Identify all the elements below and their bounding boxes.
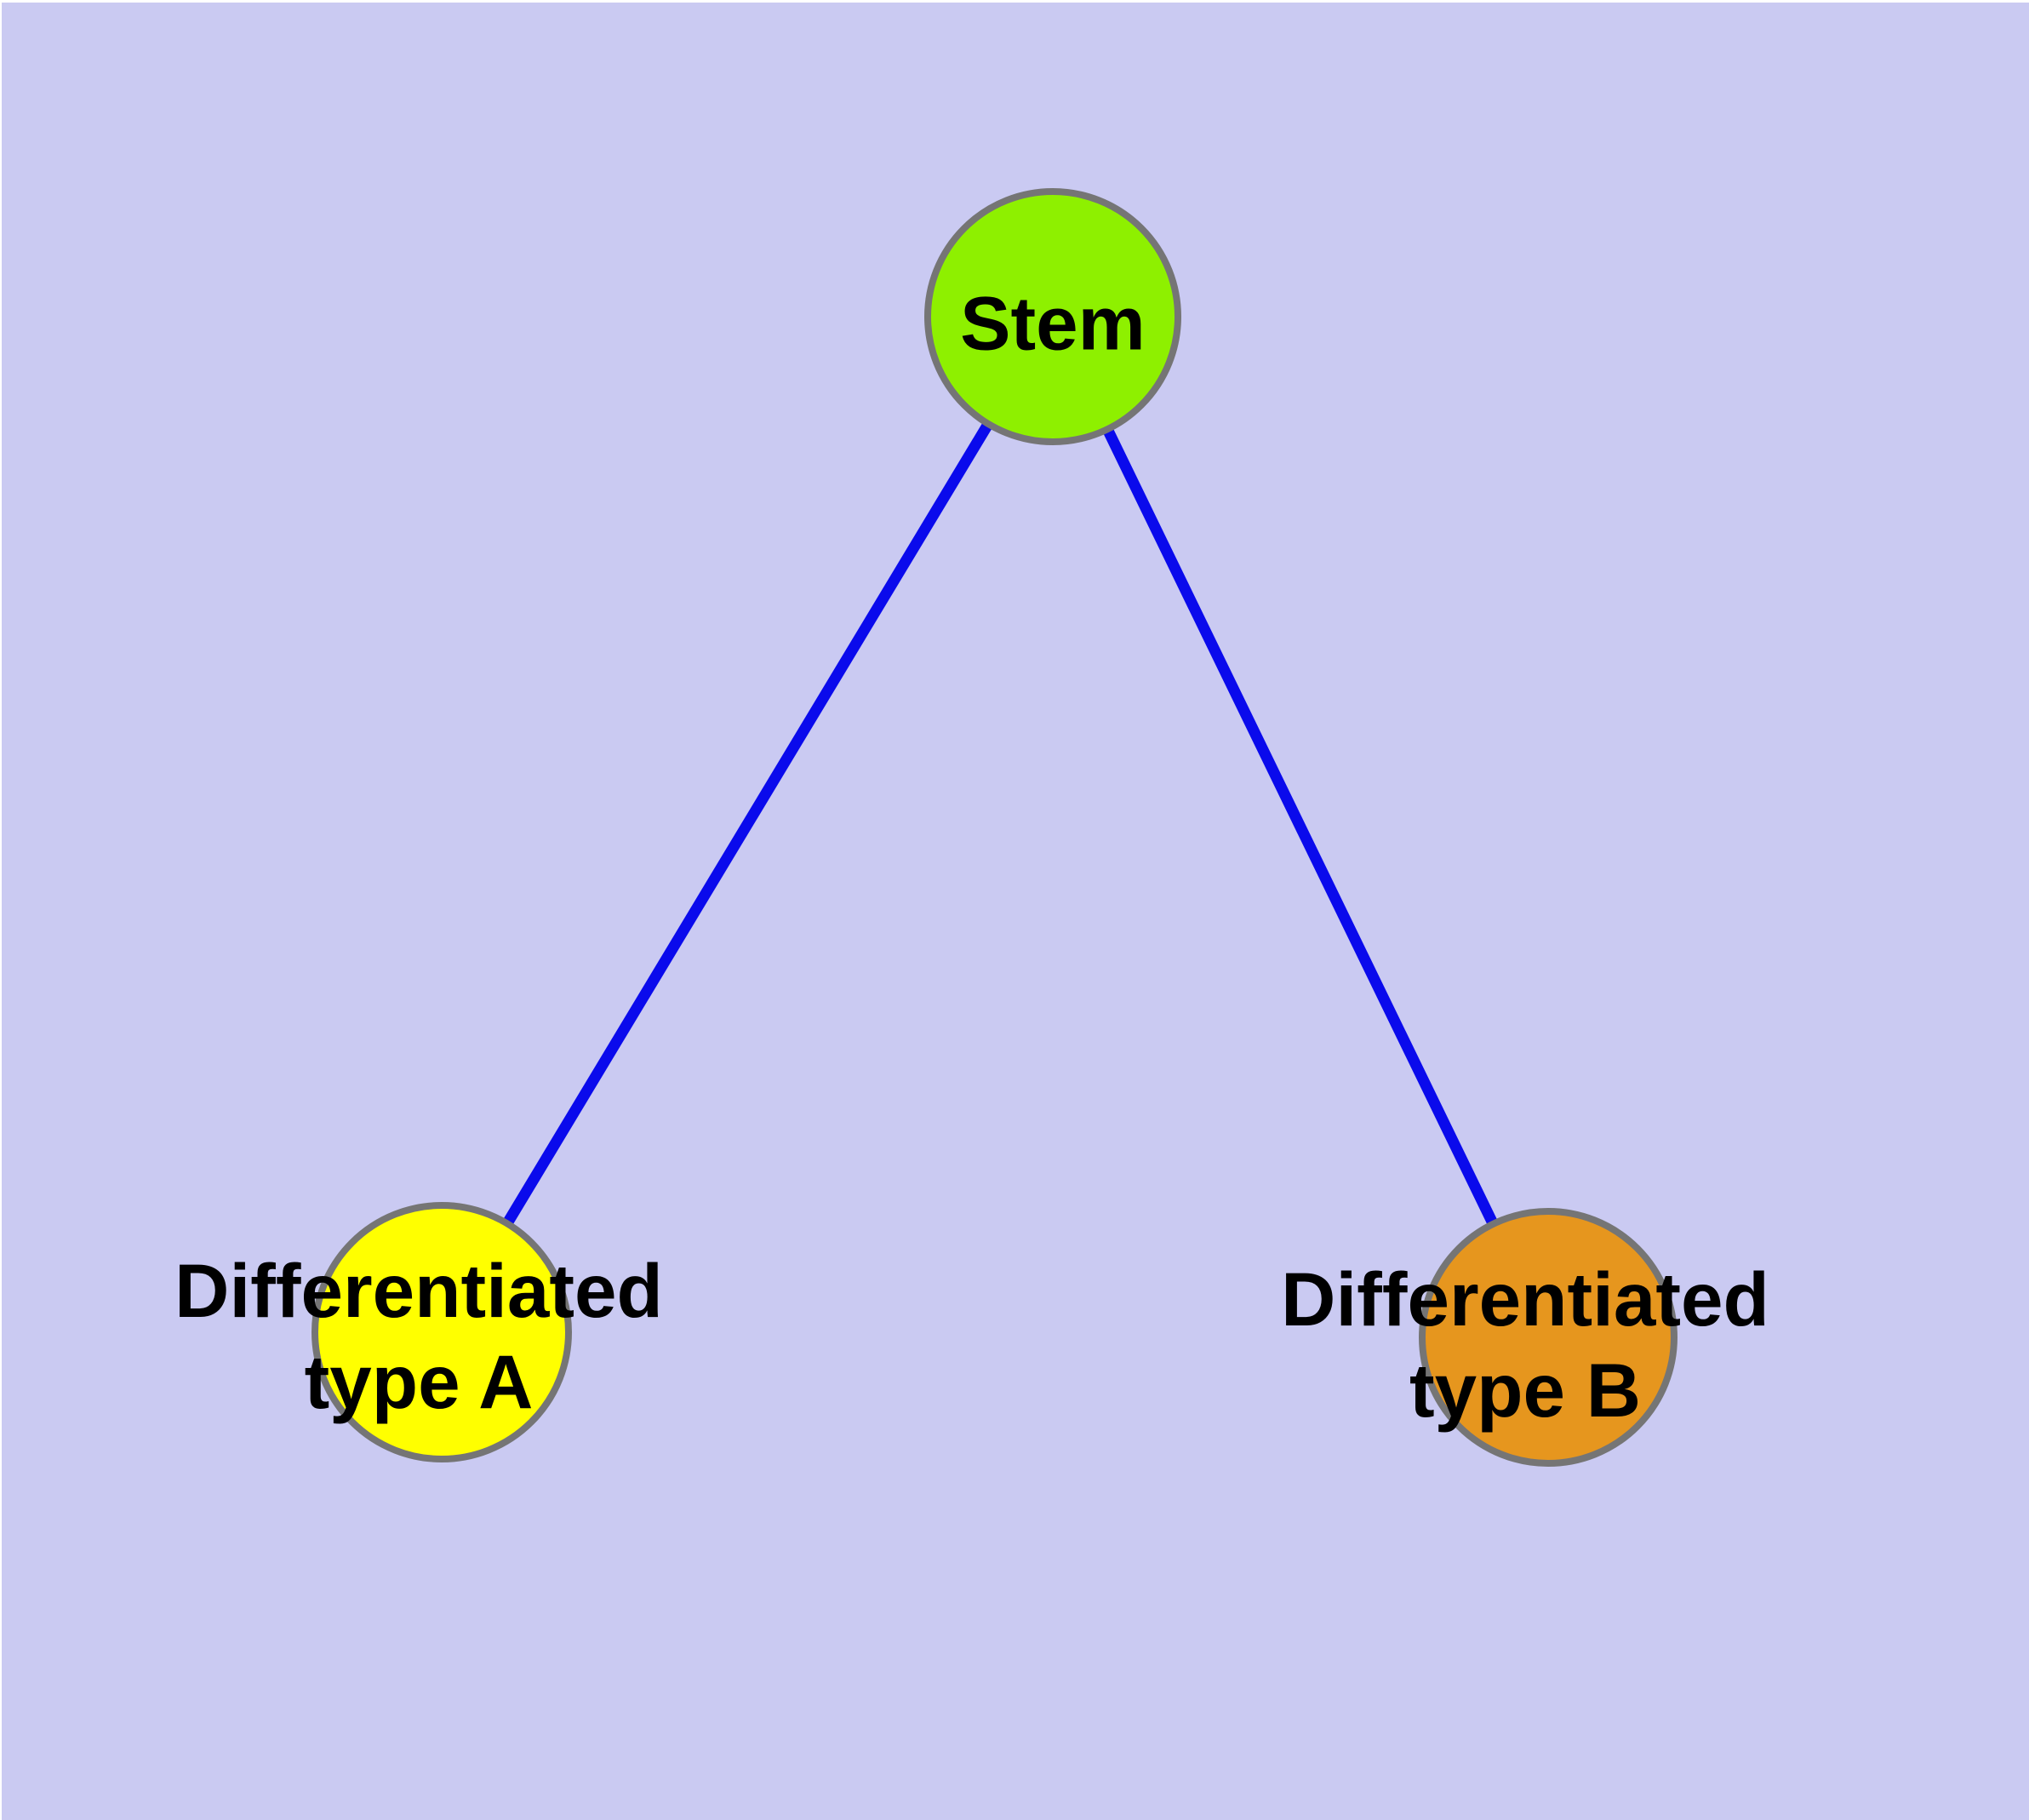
node-stem: [924, 188, 1181, 445]
edge-stem-to-differentiated-type-b: [1048, 314, 1553, 1340]
node-label-stem: Stem: [960, 280, 1146, 366]
node-differentiated-type-b: [1419, 1208, 1677, 1467]
edge-stem-to-differentiated-type-a: [437, 313, 1058, 1336]
node-label-differentiated-type-a: Differentiated type A: [174, 1248, 663, 1424]
node-label-differentiated-type-b: Differentiated type B: [1281, 1256, 1769, 1433]
node-differentiated-type-a: [311, 1202, 572, 1462]
